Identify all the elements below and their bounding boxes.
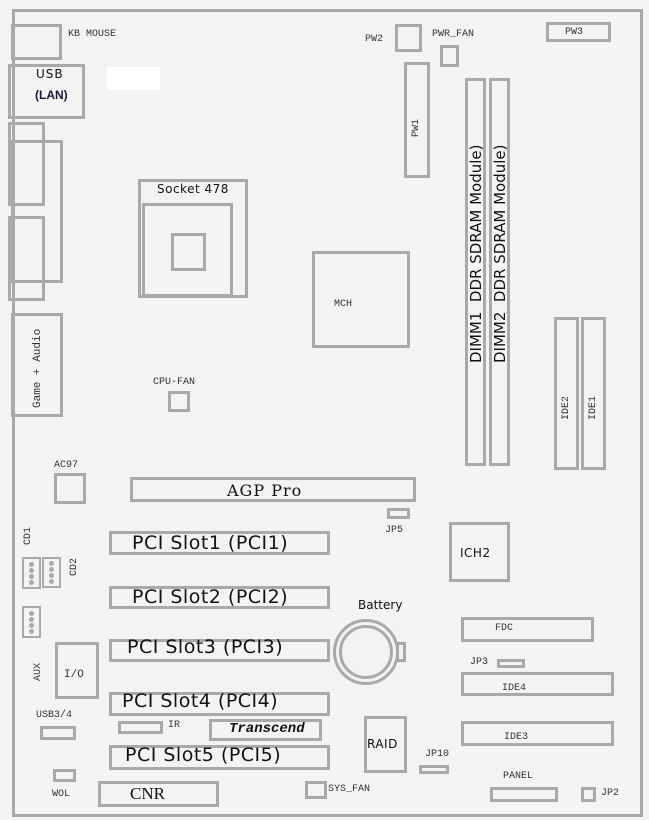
jp5-label: JP5 — [385, 525, 404, 536]
pw1-connector — [404, 62, 430, 178]
socket-label: Socket 478 — [157, 182, 229, 196]
game-audio-port — [11, 313, 63, 417]
cd2-connector — [42, 557, 61, 588]
battery-tab — [396, 642, 406, 662]
jp2-jumper — [581, 787, 596, 802]
ich2-label: ICH2 — [460, 546, 491, 560]
cnr-label: CNR — [130, 784, 165, 803]
battery-label: Battery — [358, 598, 403, 612]
pw2-label: PW2 — [365, 34, 384, 45]
io-label: I/O — [64, 669, 84, 681]
ide2-label: IDE2 — [561, 395, 572, 420]
pwr-fan-header — [440, 45, 459, 67]
battery-cell — [339, 625, 393, 679]
jp3-jumper — [497, 659, 525, 668]
dimm2-label: DIMM2 DDR SDRAM Module) — [491, 144, 509, 363]
jp2-label: JP2 — [601, 788, 620, 799]
jp5-jumper — [387, 508, 410, 519]
pci-slot-3 — [109, 639, 330, 662]
cnr-slot — [98, 781, 219, 807]
game-audio-label: Game + Audio — [32, 328, 44, 408]
ich2-chip — [449, 522, 510, 582]
raid-chip — [364, 716, 407, 773]
io-chip — [55, 642, 99, 699]
cpu-fan-label: CPU-FAN — [153, 377, 196, 388]
ide1-connector — [581, 317, 606, 470]
dimm1-slot — [465, 78, 486, 466]
ir-label: IR — [168, 720, 181, 731]
mch-label: MCH — [334, 299, 353, 310]
agp-slot — [130, 477, 416, 502]
ide3-label: IDE3 — [504, 732, 529, 743]
raid-label: RAID — [367, 737, 398, 751]
cpu-socket-inner — [142, 203, 233, 297]
usb34-label: USB3/4 — [36, 710, 73, 721]
pci-slot-1 — [109, 531, 330, 555]
panel-label: PANEL — [503, 771, 534, 782]
cd1-label: CD1 — [23, 526, 34, 545]
ac97-chip — [54, 473, 86, 504]
cpu-die — [171, 233, 206, 271]
ide1-label: IDE1 — [588, 395, 599, 420]
mch-chip — [312, 251, 410, 348]
sys-fan-label: SYS_FAN — [328, 784, 371, 795]
lan-label: (LAN) — [35, 88, 68, 102]
cd2-label: CD2 — [69, 557, 80, 576]
cd1-connector — [22, 557, 41, 589]
ac97-label: AC97 — [54, 460, 79, 471]
fdc-connector — [461, 617, 594, 642]
pci-slot-2-label: PCI Slot2 (PCI2) — [132, 586, 289, 608]
pci-slot-4 — [109, 692, 330, 716]
blank-patch — [107, 67, 160, 90]
usb-label: USB — [36, 67, 64, 81]
pw3-connector — [546, 22, 611, 42]
dimm1-label: DIMM1 DDR SDRAM Module) — [467, 144, 485, 363]
pci-slot-5-label: PCI Slot5 (PCI5) — [125, 744, 282, 766]
fdc-label: FDC — [495, 623, 514, 634]
transcend-logo-box — [209, 719, 322, 741]
wol-label: WOL — [52, 789, 71, 800]
aux-label: AUX — [33, 662, 44, 681]
jp10-jumper — [419, 765, 449, 774]
jp10-label: JP10 — [425, 749, 450, 760]
jp3-label: JP3 — [470, 657, 489, 668]
ide4-connector — [461, 672, 614, 696]
pci-slot-4-label: PCI Slot4 (PCI4) — [122, 690, 279, 712]
pw1-label: PW1 — [411, 118, 422, 137]
aux-connector — [22, 606, 41, 638]
pci-slot-2 — [109, 586, 330, 609]
pci-slot-1-label: PCI Slot1 (PCI1) — [132, 532, 289, 554]
pci-slot-5 — [109, 745, 330, 770]
ide4-label: IDE4 — [502, 683, 527, 694]
pci-slot-3-label: PCI Slot3 (PCI3) — [127, 636, 284, 658]
ide2-connector — [554, 317, 579, 470]
serial-port-2 — [8, 216, 45, 301]
parallel-port — [11, 140, 63, 283]
pw2-connector — [395, 24, 422, 52]
agp-label: AGP Pro — [227, 481, 303, 500]
ir-header — [118, 721, 163, 734]
dimm2-slot — [489, 78, 510, 466]
serial-port-1 — [8, 122, 45, 206]
wol-header — [53, 769, 76, 782]
cpu-fan-header — [168, 391, 190, 412]
sys-fan-header — [305, 781, 327, 799]
kb-mouse-label: KB MOUSE — [68, 29, 117, 40]
panel-header — [490, 787, 558, 802]
kb-mouse-port — [11, 24, 62, 60]
usb-lan-port — [8, 64, 85, 119]
ide3-connector — [461, 721, 614, 746]
usb34-header — [40, 726, 76, 740]
transcend-label: Transcend — [229, 721, 305, 737]
pwr-fan-label: PWR_FAN — [432, 29, 475, 40]
pw3-label: PW3 — [565, 27, 584, 38]
